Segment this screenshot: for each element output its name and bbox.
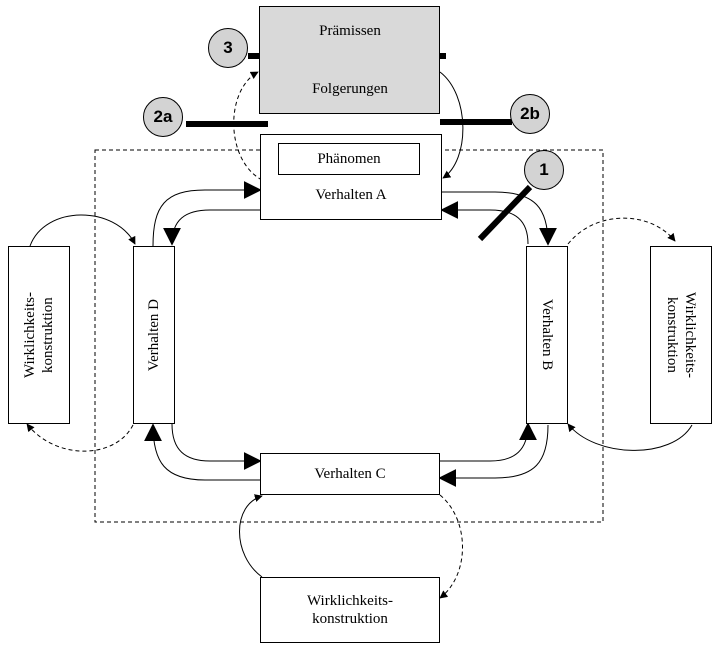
wk-right-box: Wirklichkeits- konstruktion <box>650 246 712 424</box>
wk-bottom-box: Wirklichkeits- konstruktion <box>260 577 440 643</box>
phaenomen-box: Phänomen <box>278 143 420 175</box>
praemissen-label: Prämissen <box>319 23 381 39</box>
loop-bottom-dashed <box>439 494 463 599</box>
flow-c-to-d-outer <box>144 423 260 481</box>
link-premise-to-a-solid <box>439 71 464 179</box>
flow-d-to-a-outer <box>152 181 262 247</box>
marker-3: 3 <box>208 28 248 68</box>
verhalten-c-box: Verhalten C <box>260 453 440 495</box>
flow-d-to-c-inner <box>171 423 262 470</box>
loop-left-solid <box>29 214 136 247</box>
marker-2a: 2a <box>143 97 183 137</box>
verhalten-a-label: Verhalten A <box>315 187 387 203</box>
flow-a-to-b-outer <box>442 191 557 246</box>
marker-1: 1 <box>524 150 564 190</box>
wk-left-label: Wirklichkeits- konstruktion <box>22 291 56 379</box>
loop-bottom-solid <box>239 494 263 578</box>
verhalten-b-label: Verhalten B <box>539 299 555 371</box>
marker-2b: 2b <box>510 94 550 134</box>
wk-left-box: Wirklichkeits- konstruktion <box>8 246 70 424</box>
folgerungen-label: Folgerungen <box>312 81 388 97</box>
bar-1 <box>477 184 533 242</box>
premise-box <box>259 6 440 114</box>
verhalten-b-box: Verhalten B <box>526 246 568 424</box>
wk-right-label: Wirklichkeits- konstruktion <box>664 291 698 379</box>
flow-b-to-a-inner <box>440 201 529 245</box>
loop-left-dashed <box>26 423 134 452</box>
verhalten-d-box: Verhalten D <box>133 246 175 424</box>
flow-c-to-b-inner <box>440 422 537 462</box>
loop-right-dashed <box>567 217 676 245</box>
loop-right-solid <box>567 423 693 451</box>
flow-b-to-c-outer <box>438 424 549 487</box>
flow-a-to-d-inner <box>163 209 260 246</box>
verhalten-d-label: Verhalten D <box>146 298 162 372</box>
